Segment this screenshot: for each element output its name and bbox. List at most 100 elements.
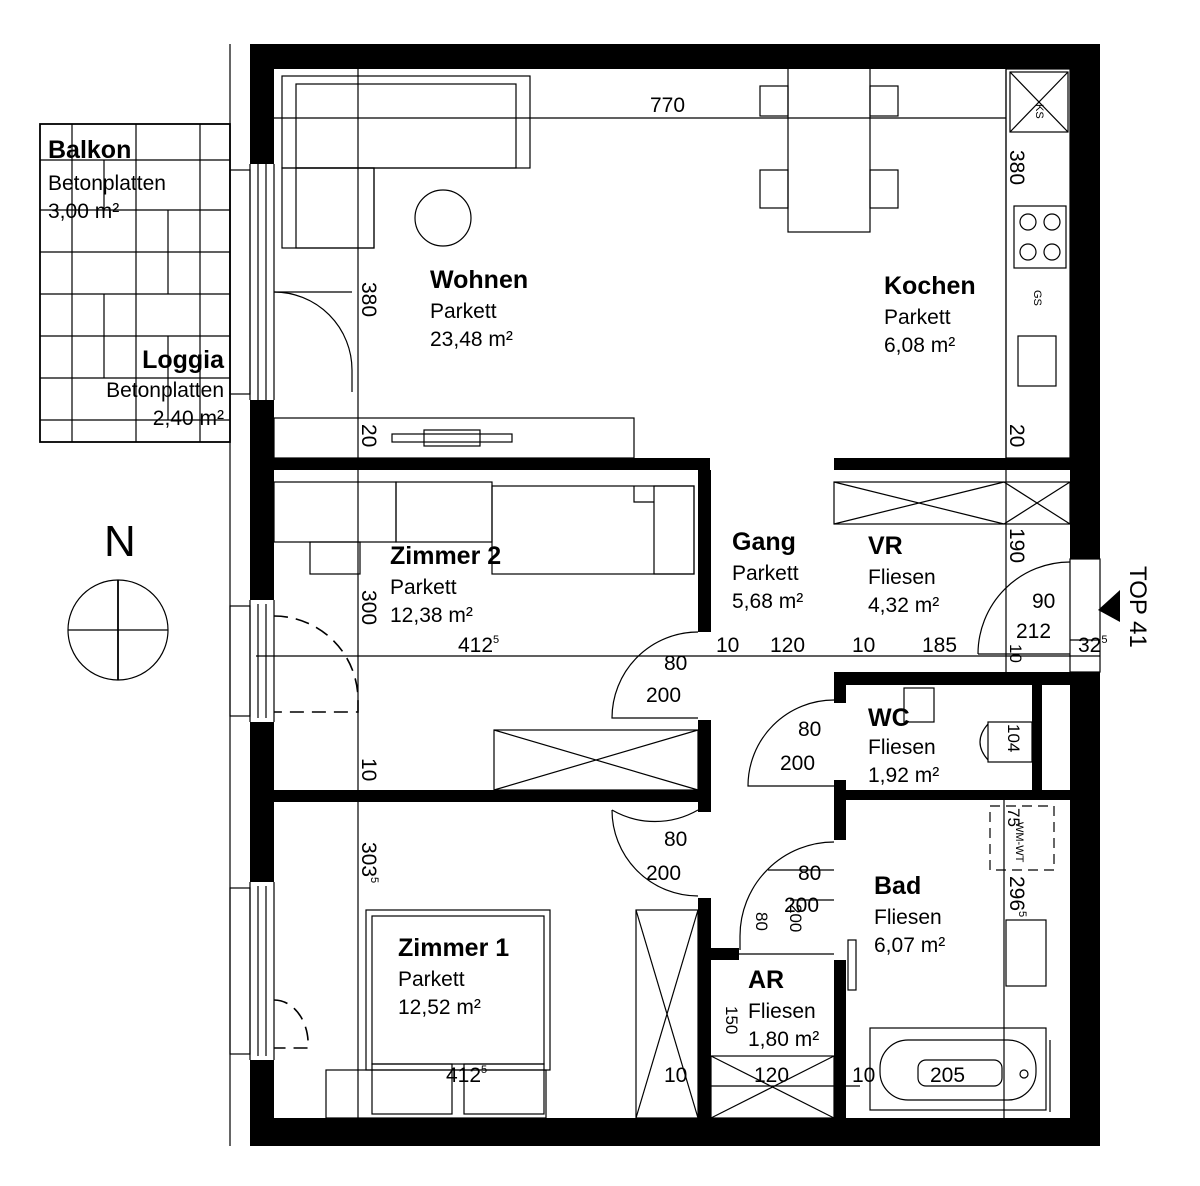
dim-zimmer1-height: 3035 [357,842,380,883]
ar-shelf [710,1055,835,1119]
door-bad-width: 80 [798,862,821,885]
room-name-zimmer1: Zimmer 1 [398,934,509,962]
door-bad-height: 200 [784,894,819,917]
bed-zimmer1 [325,909,551,1119]
wardrobe-zimmer2 [493,729,699,791]
room-name-loggia: Loggia [142,346,225,374]
room-ar: AR Fliesen 1,80 m² [748,966,819,1051]
room-floor-kochen: Parkett [884,306,951,329]
room-area-balkon: 3,00 m² [48,200,119,223]
doors [273,291,1071,1112]
north-arrow: N [67,517,169,681]
room-bad: Bad Fliesen 6,07 m² [874,872,945,957]
dim-zimmer1-width: 4125 [446,1064,487,1087]
dim-top-width: 770 [650,94,685,117]
dim-vr-185: 185 [922,634,957,657]
dim-entry-10: 10 [1006,644,1025,663]
room-floor-gang: Parkett [732,562,799,585]
room-floor-wohnen: Parkett [430,300,497,323]
room-name-vr: VR [868,532,903,560]
tv-sideboard [273,417,635,459]
dim-zimmer2-width: 4125 [458,634,499,657]
entry-frame [1069,558,1101,673]
room-kochen: Kochen Parkett 6,08 m² [884,272,976,357]
room-name-kochen: Kochen [884,272,976,300]
room-name-balkon: Balkon [48,136,131,164]
room-floor-zimmer1: Parkett [398,968,465,991]
interior-walls [274,458,1070,1118]
dim-entry-212: 212 [1016,620,1051,643]
room-zimmer1: Zimmer 1 Parkett 12,52 m² [398,934,509,1019]
dim-bottom-10b: 10 [852,1064,875,1087]
room-wohnen: Wohnen Parkett 23,48 m² [430,266,528,351]
kitchen-counter: KS GS [1005,68,1071,459]
dim-bottom-120: 120 [754,1064,789,1087]
dim-kochen-height: 380 [1005,150,1028,185]
room-floor-zimmer2: Parkett [390,576,457,599]
room-area-wc: 1,92 m² [868,764,939,787]
dim-gang-120: 120 [770,634,805,657]
door-z1-height: 200 [646,862,681,885]
door-wc-width: 80 [798,718,821,741]
dim-bottom-205: 205 [930,1064,965,1087]
coffee-table [414,189,472,247]
room-floor-balkon: Betonplatten [48,172,166,195]
room-area-vr: 4,32 m² [868,594,939,617]
kitchen-top-label: KS [1033,104,1045,119]
door-z1-width: 80 [664,828,687,851]
dim-entry-90: 90 [1032,590,1055,613]
room-name-zimmer2: Zimmer 2 [390,542,501,570]
room-area-gang: 5,68 m² [732,590,803,613]
room-floor-ar: Fliesen [748,1000,816,1023]
room-area-ar: 1,80 m² [748,1028,819,1051]
dim-ar-150: 150 [722,1006,741,1034]
room-balkon: Balkon Betonplatten 3,00 m² [48,136,166,223]
dim-kochen-wall: 20 [1005,424,1028,447]
dimension-labels: 770 380 20 380 20 300 4125 10 3035 4125 … [357,94,1151,1087]
room-loggia: Loggia Betonplatten 2,40 m² [106,346,225,430]
dim-vr-190: 190 [1005,528,1028,563]
bed-zimmer2 [491,485,695,575]
dim-bottom-10a: 10 [664,1064,687,1087]
windows [229,44,275,1146]
unit-label: TOP 41 [1124,566,1151,648]
dim-wohnen-height: 380 [357,282,380,317]
dim-zimmer2-height: 300 [357,590,380,625]
room-floor-wc: Fliesen [868,736,936,759]
entry-marker [1098,590,1120,622]
room-name-wohnen: Wohnen [430,266,528,294]
room-area-kochen: 6,08 m² [884,334,955,357]
dimension-lines [256,69,1100,1118]
door-z2-height: 200 [646,684,681,707]
bad-fixtures: WM-WT [847,805,1055,1111]
room-zimmer2: Zimmer 2 Parkett 12,38 m² [390,542,501,627]
wc-fixtures [903,687,1033,763]
room-floor-bad: Fliesen [874,906,942,929]
room-area-zimmer1: 12,52 m² [398,996,481,1019]
room-name-bad: Bad [874,872,921,900]
room-floor-loggia: Betonplatten [106,379,224,402]
dim-wohnen-wall: 20 [357,424,380,447]
room-floor-vr: Fliesen [868,566,936,589]
room-gang: Gang Parkett 5,68 m² [732,528,803,613]
room-name-wc: WC [868,704,910,732]
balcony [39,123,231,443]
dim-wc-104: 104 [1004,724,1023,752]
door-ar-height: 200 [786,904,805,932]
room-area-loggia: 2,40 m² [153,407,224,430]
room-area-zimmer2: 12,38 m² [390,604,473,627]
room-name-gang: Gang [732,528,796,556]
door-ar-width: 80 [752,912,771,931]
room-wc: WC Fliesen 1,92 m² [868,704,939,787]
wardrobe-zimmer1 [635,909,699,1119]
room-name-ar: AR [748,966,784,994]
dim-entry-32: 325 [1078,634,1107,657]
room-vr: VR Fliesen 4,32 m² [868,532,939,617]
dim-gang-10a: 10 [716,634,739,657]
room-area-wohnen: 23,48 m² [430,328,513,351]
dim-gang-10b: 10 [852,634,875,657]
door-wc-height: 200 [780,752,815,775]
room-area-bad: 6,07 m² [874,934,945,957]
gs-label: GS [1031,290,1043,306]
